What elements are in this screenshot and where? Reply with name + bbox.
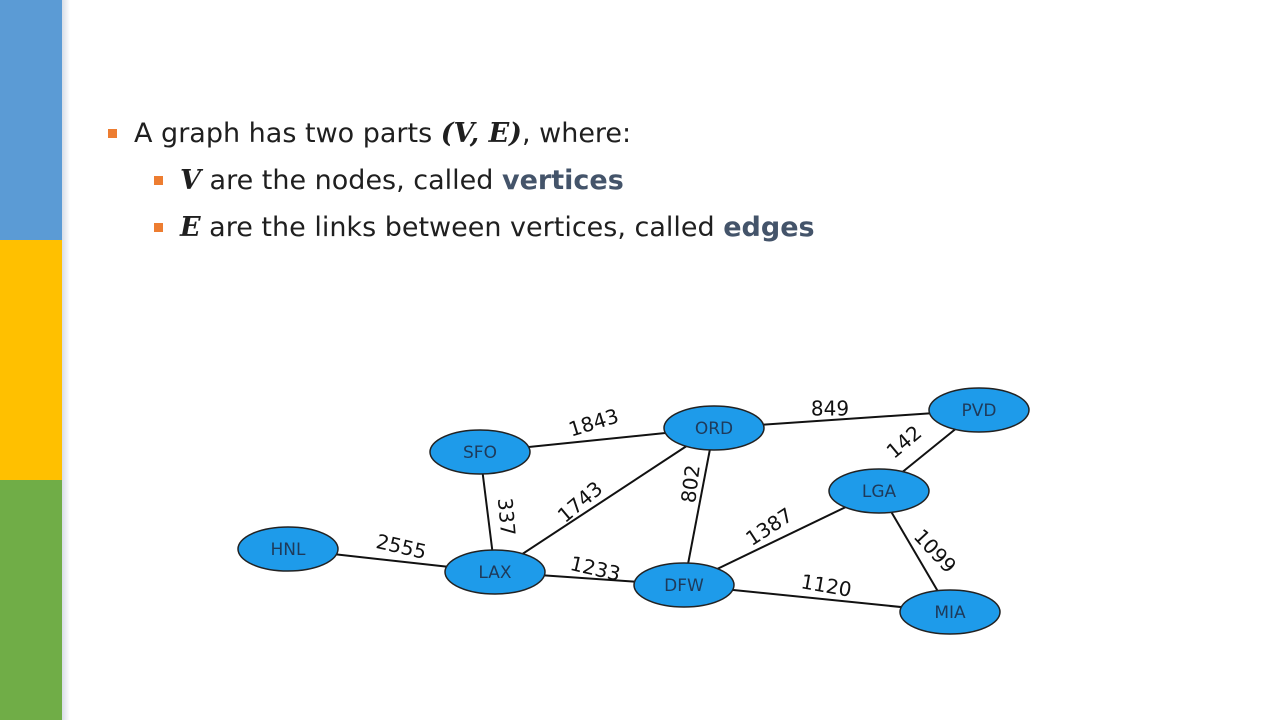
edge-weight-label: 1099: [909, 524, 961, 578]
bullet-2-math: V: [180, 165, 201, 196]
bullet-3-keyword: edges: [723, 212, 815, 243]
bullet-line-2: V are the nodes, called vertices: [108, 157, 815, 204]
node-ellipse: [633, 562, 735, 608]
node-label: SFO: [463, 443, 497, 463]
bullet-list: A graph has two parts (V, E), where: V a…: [108, 110, 815, 251]
node-pvd: PVD: [928, 387, 1030, 433]
edge-weight-label: 1233: [568, 551, 623, 586]
bullet-2-keyword: vertices: [502, 165, 624, 196]
bullet-3-text: are the links between vertices, called: [200, 212, 724, 243]
node-ellipse: [928, 387, 1030, 433]
node-lga: LGA: [828, 468, 930, 514]
stripe-green: [0, 480, 62, 720]
node-label: PVD: [962, 401, 997, 421]
bullet-1-math: (V, E): [440, 118, 522, 149]
edge-weight-label: 1843: [566, 404, 622, 442]
bullet-1-text-a: A graph has two parts: [134, 118, 441, 149]
bullet-line-3: E are the links between vertices, called…: [108, 204, 815, 251]
bullet-3-math: E: [180, 212, 201, 243]
node-label: ORD: [695, 419, 733, 439]
edge-weight-label: 849: [811, 397, 849, 421]
edge-weight-label: 802: [676, 463, 704, 504]
node-ellipse: [663, 405, 765, 451]
bullet-2-text: are the nodes, called: [200, 165, 503, 196]
stripe-blue: [0, 0, 62, 240]
edge-weight-label: 1743: [553, 476, 607, 527]
stripe-yellow: [0, 240, 62, 480]
nodes-layer: SFO ORD PVD LGA HNL LAX DFW MIA: [237, 387, 1030, 635]
bullet-square-icon: [108, 129, 117, 138]
node-ord: ORD: [663, 405, 765, 451]
bullet-line-1: A graph has two parts (V, E), where:: [108, 110, 815, 157]
bullet-1-text-b: , where:: [521, 118, 632, 149]
bullet-square-icon: [154, 223, 163, 232]
node-hnl: HNL: [237, 526, 339, 572]
node-sfo: SFO: [429, 429, 531, 475]
node-ellipse: [899, 589, 1001, 635]
node-ellipse: [444, 549, 546, 595]
node-mia: MIA: [899, 589, 1001, 635]
node-label: MIA: [934, 603, 966, 623]
node-label: LAX: [478, 563, 511, 583]
node-ellipse: [237, 526, 339, 572]
node-label: DFW: [664, 576, 704, 596]
node-ellipse: [828, 468, 930, 514]
bullet-square-icon: [154, 176, 163, 185]
edge-weight-label: 337: [493, 497, 520, 537]
edge-ord-dfw: [683, 427, 715, 586]
node-label: LGA: [862, 482, 897, 502]
node-ellipse: [429, 429, 531, 475]
stripe-shadow: [62, 0, 70, 720]
edge-lax-ord: [494, 427, 715, 573]
node-dfw: DFW: [633, 562, 735, 608]
node-lax: LAX: [444, 549, 546, 595]
node-label: HNL: [271, 540, 307, 560]
